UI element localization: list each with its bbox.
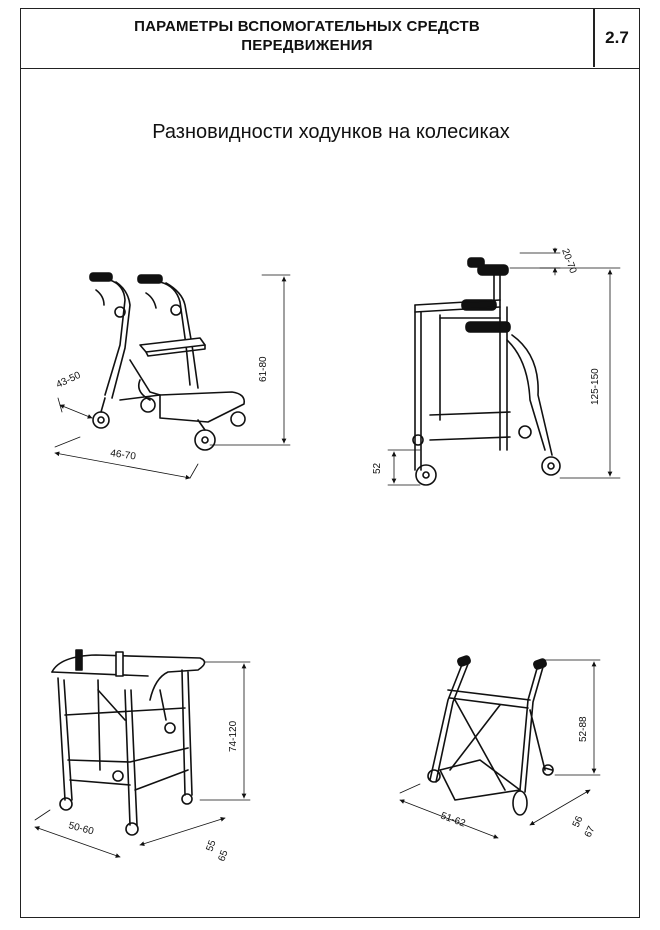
right-handle-grip (137, 274, 163, 284)
child-walker-width-b-label: 65 (216, 848, 230, 863)
header-divider (593, 9, 595, 67)
page-title: ПАРАМЕТРЫ ВСПОМОГАТЕЛЬНЫХ СРЕДСТВ ПЕРЕДВ… (21, 17, 593, 55)
folding-walker-width-a-label: 56 (571, 814, 586, 829)
tall-walker-handle-label: 20-70 (559, 247, 578, 275)
child-walker-figure (34, 649, 251, 858)
page-frame: ПАРАМЕТРЫ ВСПОМОГАТЕЛЬНЫХ СРЕДСТВ ПЕРЕДВ… (20, 8, 640, 918)
rollator-height-label: 61-80 (258, 356, 269, 382)
folding-walker-width-b-label: 67 (583, 824, 598, 839)
section-number: 2.7 (605, 28, 629, 47)
page-title-line-1: ПАРАМЕТРЫ ВСПОМОГАТЕЛЬНЫХ СРЕДСТВ (134, 18, 480, 35)
child-walker-width-a-label: 55 (204, 838, 218, 853)
folding-walker-figure (399, 655, 601, 839)
tall-walker-wheel-label: 52 (372, 462, 383, 474)
folding-walker-length-label: 51-62 (439, 810, 467, 829)
page-title-line-2: ПЕРЕДВИЖЕНИЯ (241, 37, 373, 54)
folding-walker-height-label: 52-88 (578, 716, 589, 742)
section-subtitle: Разновидности ходунков на колесиках (152, 121, 510, 143)
child-walker-length-label: 50-60 (67, 820, 95, 837)
rollator-width-label: 46-70 (110, 448, 137, 463)
left-handle-grip (89, 272, 113, 282)
rollator-with-seat-figure (54, 272, 291, 480)
header: ПАРАМЕТРЫ ВСПОМОГАТЕЛЬНЫХ СРЕДСТВ ПЕРЕДВ… (21, 9, 639, 69)
tall-walker-figure (387, 247, 621, 486)
rollator-depth-label: 43-50 (55, 370, 83, 391)
tall-walker-height-label: 125-150 (590, 368, 601, 405)
child-walker-height-label: 74-120 (228, 720, 239, 752)
